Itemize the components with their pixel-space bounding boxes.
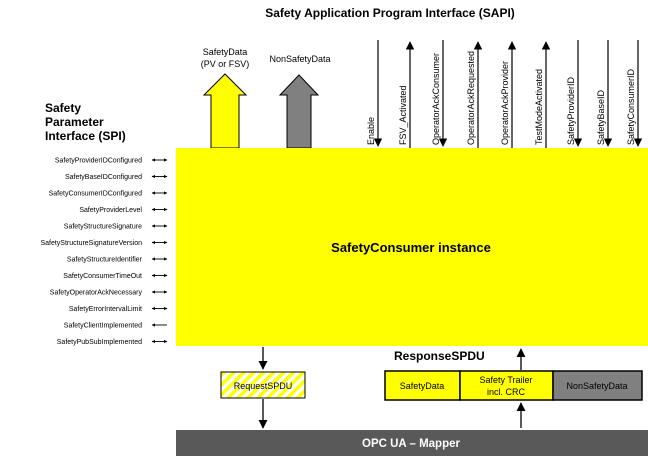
spi-parameter: SafetyPubSubImplemented — [57, 339, 168, 346]
spi-parameter: SafetyConsumerIDConfigured — [49, 191, 168, 198]
spi-parameter: SafetyStructureSignatureVersion — [40, 240, 168, 247]
response-safety-trailer-label: Safety Trailer — [479, 375, 532, 385]
spi-parameter: SafetyConsumerTimeOut — [63, 273, 168, 280]
opc-ua-mapper-label: OPC UA – Mapper — [362, 438, 461, 450]
sapi-signal-label: TestModeActivated — [534, 69, 544, 145]
request-spdu-box — [220, 371, 306, 399]
non-safety-data-output-label: NonSafetyData — [269, 54, 330, 64]
response-safety-data-box — [384, 370, 461, 401]
spi-title-line2: Parameter — [45, 115, 104, 129]
sapi-signal: TestModeActivated — [534, 41, 551, 148]
sapi-signal: SafetyConsumerID — [626, 40, 643, 147]
spi-parameter: SafetyErrorIntervalLimit — [69, 306, 168, 313]
sapi-signal: OperatorAckProvider — [500, 41, 517, 148]
sapi-signal: OperatorAckRequested — [466, 41, 483, 148]
spi-parameters: SafetyProviderIDConfiguredSafetyBaseIDCo… — [40, 158, 168, 346]
request-spdu-label: RequestSPDU — [234, 381, 293, 391]
sapi-signal: Enable — [366, 40, 383, 147]
safety-data-output-arrow — [202, 73, 248, 149]
spi-title-line1: Safety — [45, 101, 81, 115]
sapi-signal: SafetyBaseID — [596, 40, 613, 147]
spi-parameter: SafetyBaseIDConfigured — [65, 174, 168, 181]
sapi-signal-label: OperatorAckRequested — [466, 51, 476, 145]
spi-parameter-label: SafetyClientImplemented — [64, 323, 142, 330]
spi-parameter-label: SafetyProviderLevel — [79, 207, 142, 214]
response-safety-data-label: SafetyData — [400, 381, 445, 391]
response-safety-trailer-box — [459, 370, 554, 401]
spi-parameter-label: SafetyProviderIDConfigured — [55, 158, 142, 165]
sapi-signal-label: OperatorAckConsumer — [431, 53, 441, 145]
response-safety-trailer-sublabel: incl. CRC — [487, 387, 526, 397]
spi-parameter-label: SafetyPubSubImplemented — [57, 339, 142, 346]
spi-parameter-label: SafetyStructureSignature — [64, 224, 142, 231]
spi-title-line3: Interface (SPI) — [45, 129, 126, 143]
sapi-signal-label: Enable — [366, 117, 376, 145]
spi-parameter-label: SafetyBaseIDConfigured — [65, 174, 142, 181]
spi-parameter-label: SafetyStructureIdentifier — [67, 257, 143, 264]
spi-parameter: SafetyProviderLevel — [79, 207, 168, 214]
spi-parameter: SafetyClientImplemented — [64, 323, 167, 330]
spi-parameter: SafetyOperatorAckNecessary — [50, 290, 168, 297]
safety-data-output-sublabel: (PV or FSV) — [201, 59, 250, 69]
sapi-signal: OperatorAckConsumer — [431, 40, 448, 147]
response-spdu-title: ResponseSPDU — [394, 349, 485, 363]
sapi-signal-label: OperatorAckProvider — [500, 61, 510, 145]
sapi-signal-label: SafetyProviderID — [566, 76, 576, 145]
safety-consumer-instance-block — [176, 148, 648, 346]
spi-parameter-label: SafetyErrorIntervalLimit — [69, 306, 142, 313]
spi-parameter-label: SafetyStructureSignatureVersion — [40, 240, 142, 247]
non-safety-data-output-arrow — [278, 74, 320, 149]
opc-ua-mapper-bar — [176, 430, 648, 456]
sapi-signal: SafetyProviderID — [566, 40, 583, 147]
sapi-signal-label: SafetyConsumerID — [626, 68, 636, 145]
sapi-signal-label: SafetyBaseID — [596, 89, 606, 145]
spi-parameter-label: SafetyOperatorAckNecessary — [50, 290, 143, 297]
response-non-safety-data-box — [552, 370, 643, 401]
safety-consumer-instance-label: SafetyConsumer instance — [331, 240, 491, 255]
response-non-safety-data-label: NonSafetyData — [566, 381, 627, 391]
sapi-title: Safety Application Program Interface (SA… — [265, 6, 515, 20]
sapi-signal-label: FSV_Activated — [398, 85, 408, 145]
spi-parameter-label: SafetyConsumerTimeOut — [63, 273, 142, 280]
safety-data-output-label: SafetyData — [203, 47, 248, 57]
spi-parameter-label: SafetyConsumerIDConfigured — [49, 191, 142, 198]
sapi-signal: FSV_Activated — [398, 41, 415, 148]
sapi-signals: Enable FSV_Activated OperatorAckConsumer Op… — [366, 40, 643, 148]
spi-parameter: SafetyStructureSignature — [64, 224, 168, 231]
spi-parameter: SafetyProviderIDConfigured — [55, 158, 168, 165]
spi-parameter: SafetyStructureIdentifier — [67, 257, 168, 264]
